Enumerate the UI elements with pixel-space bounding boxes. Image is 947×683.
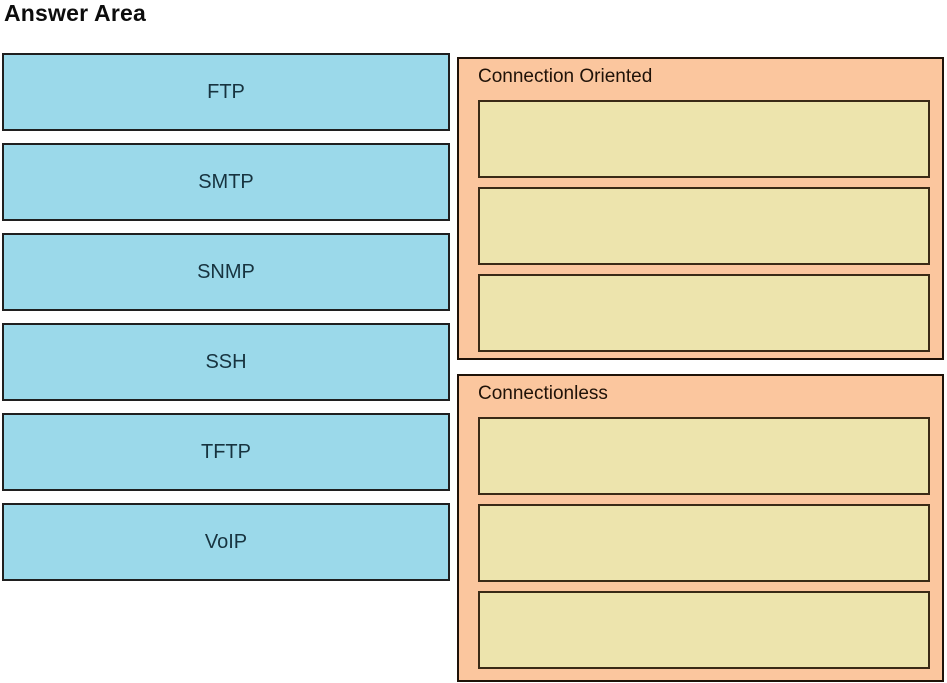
drop-group-connection-oriented: Connection Oriented [457,57,944,360]
drag-items-column: FTP SMTP SNMP SSH TFTP VoIP [2,53,450,581]
drag-item-ssh[interactable]: SSH [2,323,450,401]
drop-slot-connection-oriented-3[interactable] [478,274,930,352]
drop-group-connectionless-header: Connectionless [478,383,608,404]
drop-slot-connectionless-1[interactable] [478,417,930,495]
drop-group-connection-oriented-header: Connection Oriented [478,66,653,87]
drop-slot-connectionless-2[interactable] [478,504,930,582]
drag-item-voip[interactable]: VoIP [2,503,450,581]
drop-group-connectionless: Connectionless [457,374,944,682]
drag-item-smtp[interactable]: SMTP [2,143,450,221]
drop-slot-connectionless-3[interactable] [478,591,930,669]
drop-slot-connection-oriented-1[interactable] [478,100,930,178]
drag-item-ftp[interactable]: FTP [2,53,450,131]
answer-area-title: Answer Area [4,0,146,26]
drag-item-snmp[interactable]: SNMP [2,233,450,311]
drag-item-tftp[interactable]: TFTP [2,413,450,491]
drop-slot-connection-oriented-2[interactable] [478,187,930,265]
